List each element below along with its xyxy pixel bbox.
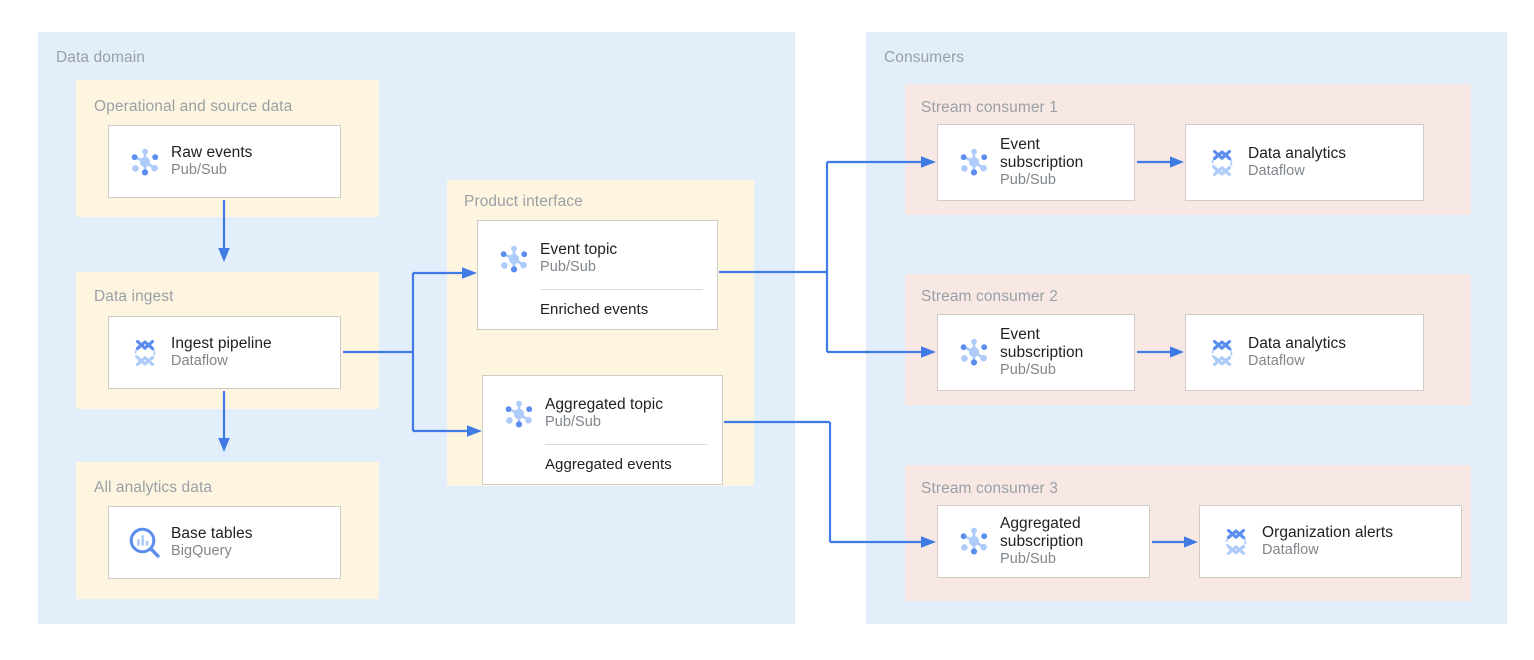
- node-aggregated-subscription[interactable]: Aggregated subscription Pub/Sub: [937, 505, 1150, 578]
- node-subtitle: Dataflow: [171, 352, 228, 369]
- bigquery-icon: [119, 520, 171, 566]
- node-title: Ingest pipeline: [171, 334, 272, 352]
- node-subtitle: Pub/Sub: [1000, 361, 1056, 378]
- group-stream-consumer-1-label: Stream consumer 1: [921, 99, 1058, 116]
- group-stream-consumer-2-label: Stream consumer 2: [921, 288, 1058, 305]
- node-organization-alerts[interactable]: Organization alerts Dataflow: [1199, 505, 1462, 578]
- node-title: Raw events: [171, 143, 253, 161]
- group-stream-consumer-3-label: Stream consumer 3: [921, 480, 1058, 497]
- node-subtitle: Pub/Sub: [1000, 171, 1056, 188]
- group-product-interface-label: Product interface: [464, 193, 583, 210]
- pubsub-icon: [493, 391, 545, 437]
- pubsub-icon: [488, 236, 540, 282]
- node-data-analytics-1[interactable]: Data analytics Dataflow: [1185, 124, 1424, 201]
- pubsub-icon: [948, 139, 1000, 185]
- node-aggregated-topic[interactable]: Aggregated topic Pub/Sub Aggregated even…: [482, 375, 723, 485]
- node-footer-section: Enriched events: [478, 282, 717, 318]
- node-ingest-pipeline[interactable]: Ingest pipeline Dataflow: [108, 316, 341, 389]
- group-data-domain-label: Data domain: [56, 49, 145, 66]
- node-title: Organization alerts: [1262, 523, 1394, 541]
- pubsub-icon: [948, 329, 1000, 375]
- node-subtitle: Pub/Sub: [540, 259, 596, 276]
- node-title: Data analytics: [1248, 334, 1347, 352]
- node-subtitle: Dataflow: [1248, 162, 1305, 179]
- dataflow-icon: [1210, 519, 1262, 565]
- card-divider: [540, 289, 703, 290]
- node-title: Event topic: [540, 241, 618, 259]
- node-event-topic[interactable]: Event topic Pub/Sub Enriched events: [477, 220, 718, 330]
- node-subtitle: BigQuery: [171, 542, 232, 559]
- node-title: Event subscription: [1000, 325, 1084, 361]
- node-subtitle: Pub/Sub: [1000, 550, 1056, 567]
- node-footer-section: Aggregated events: [483, 437, 722, 473]
- node-subtitle: Pub/Sub: [545, 414, 601, 431]
- node-subtitle: Dataflow: [1248, 352, 1305, 369]
- group-consumers-label: Consumers: [884, 49, 965, 66]
- node-footer: Aggregated events: [545, 456, 672, 473]
- group-all-analytics-data-label: All analytics data: [94, 479, 213, 496]
- dataflow-icon: [119, 330, 171, 376]
- pubsub-icon: [948, 518, 1000, 564]
- card-divider: [545, 444, 708, 445]
- node-event-subscription-1[interactable]: Event subscription Pub/Sub: [937, 124, 1135, 201]
- node-title: Event subscription: [1000, 135, 1084, 171]
- node-title: Aggregated topic: [545, 396, 663, 414]
- dataflow-icon: [1196, 140, 1248, 186]
- node-subtitle: Pub/Sub: [171, 161, 227, 178]
- dataflow-icon: [1196, 330, 1248, 376]
- node-event-subscription-2[interactable]: Event subscription Pub/Sub: [937, 314, 1135, 391]
- group-operational-and-source-data-label: Operational and source data: [94, 98, 293, 115]
- group-data-ingest-label: Data ingest: [94, 288, 174, 305]
- pubsub-icon: [119, 139, 171, 185]
- node-data-analytics-2[interactable]: Data analytics Dataflow: [1185, 314, 1424, 391]
- node-title: Data analytics: [1248, 144, 1347, 162]
- node-subtitle: Dataflow: [1262, 541, 1319, 558]
- node-footer: Enriched events: [540, 301, 649, 318]
- node-raw-events[interactable]: Raw events Pub/Sub: [108, 125, 341, 198]
- node-base-tables[interactable]: Base tables BigQuery: [108, 506, 341, 579]
- node-title: Base tables: [171, 524, 253, 542]
- node-title: Aggregated subscription: [1000, 514, 1084, 550]
